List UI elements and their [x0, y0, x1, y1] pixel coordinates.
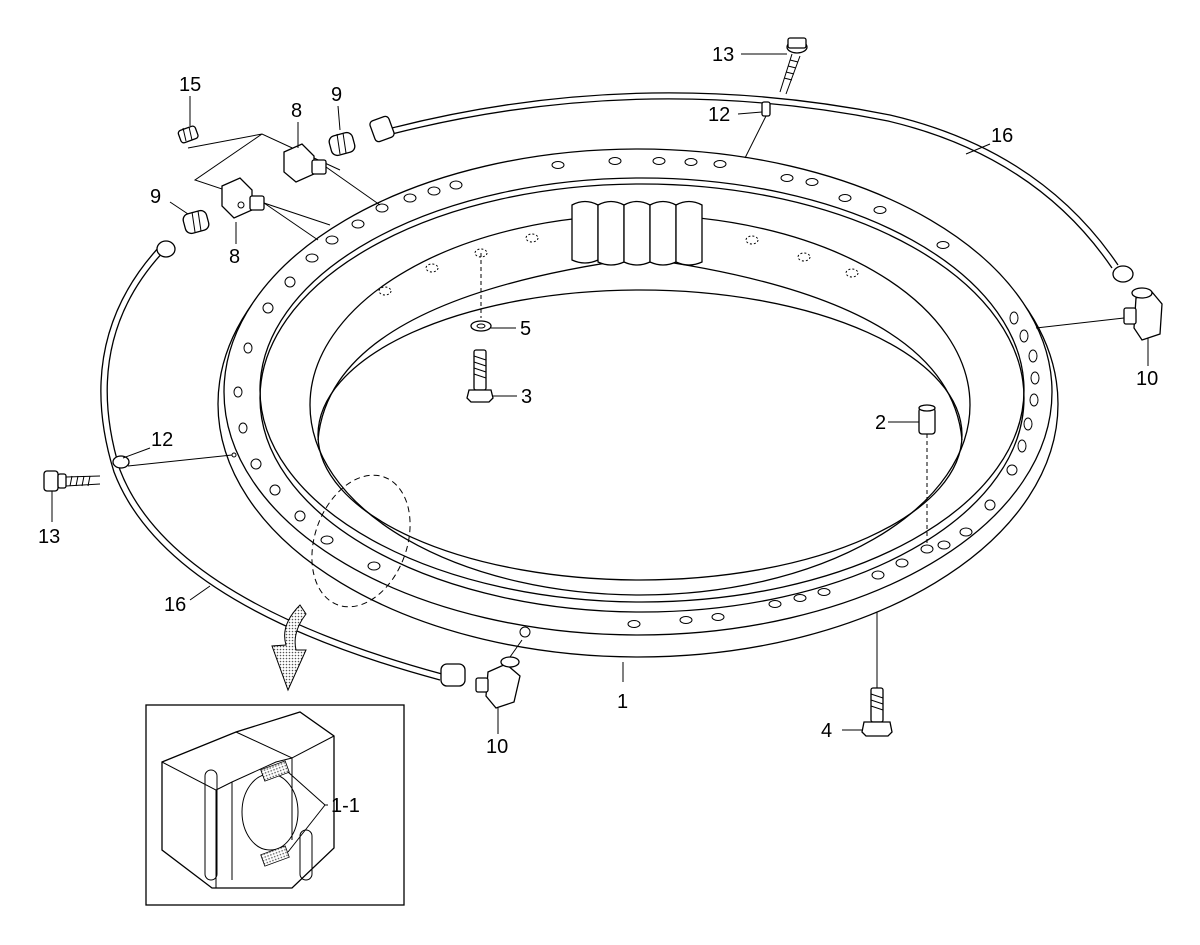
label-1: 1 — [617, 691, 628, 713]
label-9-left: 9 — [150, 186, 161, 208]
washer-5 — [470, 253, 492, 332]
label-13-left: 13 — [38, 526, 60, 548]
slewing-ring — [217, 148, 1059, 658]
grease-line-right — [369, 92, 1134, 283]
bolt-3 — [466, 349, 494, 403]
pin-2 — [918, 404, 936, 554]
elbow-fitting-8-bottom — [221, 177, 319, 241]
label-10-right: 10 — [1136, 368, 1158, 390]
label-8-bottom: 8 — [229, 246, 240, 268]
adapter-9-left — [182, 209, 210, 235]
adapter-9-top — [328, 131, 356, 157]
label-12-top: 12 — [708, 104, 730, 126]
label-4: 4 — [821, 720, 832, 742]
label-16-left: 16 — [164, 594, 186, 616]
elbow-fitting-10-bottom — [475, 639, 523, 709]
elbow-fitting-10-right — [1035, 287, 1163, 341]
bolt-13-top — [779, 37, 808, 95]
label-12-left: 12 — [151, 429, 173, 451]
inner-bolt-holes — [378, 233, 859, 296]
bolt-4 — [861, 612, 893, 737]
detail-inset — [145, 704, 405, 906]
clip-12-top — [744, 101, 771, 159]
label-16-right: 16 — [991, 125, 1013, 147]
label-8-top: 8 — [291, 100, 302, 122]
outer-bolt-holes — [233, 157, 1040, 638]
grease-line-left — [100, 240, 466, 687]
label-15: 15 — [179, 74, 201, 96]
label-2: 2 — [875, 412, 886, 434]
leader-lines — [51, 53, 1149, 734]
leader-bracket-15 — [187, 133, 341, 226]
label-1-1: 1-1 — [331, 795, 360, 817]
seal-block — [161, 711, 335, 889]
label-13-top: 13 — [712, 44, 734, 66]
callout-labels: 1 1-1 2 3 4 5 8 8 9 9 10 10 12 12 13 13 … — [38, 44, 1158, 817]
gear-teeth — [571, 200, 703, 266]
label-5: 5 — [520, 318, 531, 340]
bolt-13-left — [43, 470, 101, 492]
elbow-fitting-8-top — [283, 143, 381, 206]
clip-12-left — [112, 452, 237, 469]
label-10-bottom: 10 — [486, 736, 508, 758]
detail-arrow — [271, 604, 307, 692]
label-9-top: 9 — [331, 84, 342, 106]
label-3: 3 — [521, 386, 532, 408]
detail-highlight-ellipse — [311, 474, 411, 608]
grease-nipple-15 — [177, 125, 199, 144]
